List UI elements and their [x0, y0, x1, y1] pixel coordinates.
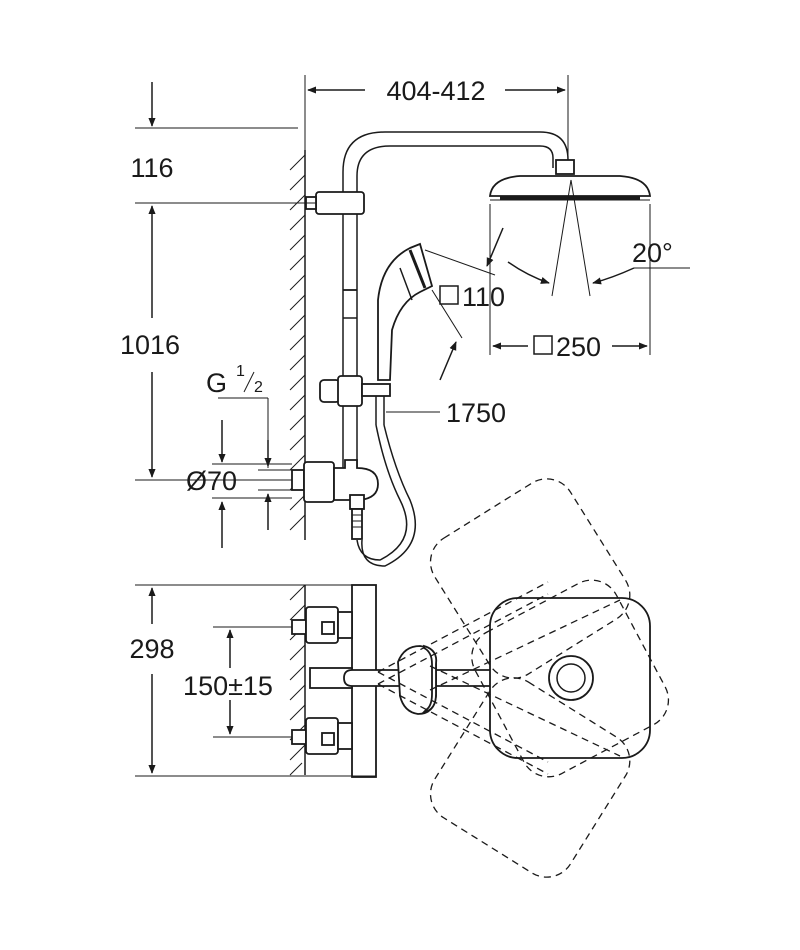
- head-shower-side: [488, 159, 652, 201]
- elevation-view: 404-412 116 1016 G 1 2: [120, 75, 690, 567]
- dim-plan-depth: 298: [129, 584, 376, 777]
- hand-shower-plan: [397, 644, 438, 715]
- dim-top-width-label: 404-412: [386, 76, 485, 106]
- dim-plan-depth-label: 298: [129, 634, 174, 664]
- dim-thread-numerator: 1: [236, 363, 245, 380]
- dim-top-width: 404-412: [304, 75, 569, 160]
- square-symbol-icon: [439, 285, 459, 305]
- dim-rail-height: 1016: [120, 202, 316, 481]
- dim-tilt-angle: 20°: [507, 238, 690, 285]
- dim-thread: G 1 2: [206, 363, 292, 530]
- head-shower-plan: [489, 597, 651, 759]
- shower-hose: [356, 424, 417, 567]
- dim-head-shower: 250: [489, 204, 651, 362]
- dim-hose-length-label: 1750: [446, 398, 506, 428]
- thermostat-mixer-side: [291, 459, 379, 540]
- dim-top-offset-label: 116: [130, 153, 173, 183]
- slider-bracket: [319, 375, 391, 425]
- spray-angle-lines: [551, 179, 591, 297]
- dim-rail-height-label: 1016: [120, 330, 180, 360]
- dim-diameter-label: Ø70: [186, 466, 237, 496]
- dim-inlet-spacing-label: 150±15: [183, 671, 273, 701]
- shower-rail: [342, 131, 569, 470]
- wall-plan: [289, 584, 306, 776]
- hand-shower-side: [377, 242, 434, 381]
- rotation-outlines: [377, 478, 670, 878]
- dim-top-offset: 116: [130, 82, 298, 183]
- dim-inlet-spacing: 150±15: [183, 626, 292, 738]
- dim-hand-shower-label: 110: [462, 282, 505, 312]
- dim-thread-denominator: 2: [254, 379, 263, 396]
- dim-head-shower-label: 250: [556, 332, 601, 362]
- dim-thread-label: G: [206, 368, 227, 398]
- plan-view: 298 150±15: [129, 478, 670, 878]
- square-symbol-icon: [533, 335, 553, 355]
- dim-hose-length: 1750: [386, 398, 506, 428]
- dim-diameter: Ø70: [186, 420, 292, 548]
- dim-tilt-angle-label: 20°: [632, 238, 673, 268]
- dim-hand-shower: 110: [424, 227, 505, 381]
